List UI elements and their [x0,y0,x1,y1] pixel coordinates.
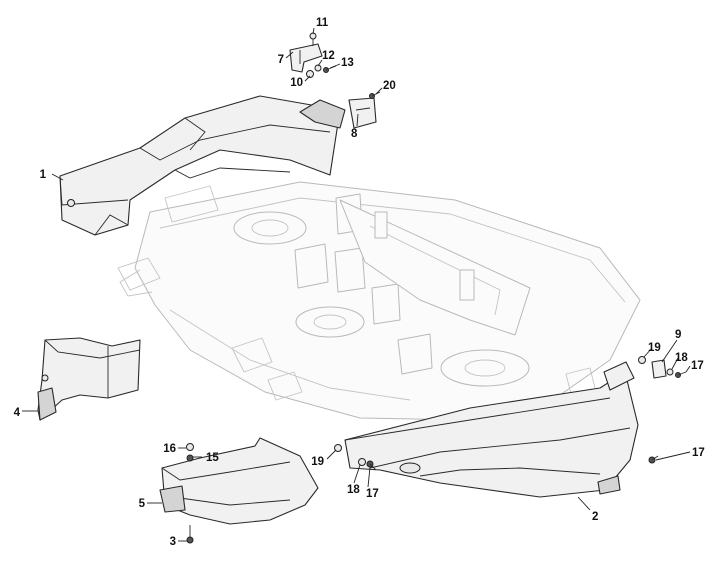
callout-20: 20 [383,80,396,92]
callout-8: 8 [351,128,358,140]
callout-19-right: 19 [648,342,661,354]
part-5-lower-deflector [159,437,319,525]
callout-19-cover: 19 [311,456,324,468]
callout-18-cover: 18 [347,484,360,496]
callout-1: 1 [40,169,47,181]
part-8-bracket [348,97,377,129]
callout-17-cover: 17 [366,488,379,500]
callout-13: 13 [341,57,354,69]
part-1-rear-cover [59,95,346,236]
part-9-clip [651,359,667,379]
callout-17-right: 17 [691,360,704,372]
callout-7: 7 [278,54,284,66]
mower-deck-housing [117,181,641,421]
part-4-discharge-chute [37,337,141,421]
callout-4: 4 [14,407,21,419]
leader-lines [22,27,691,542]
part-2-right-cover [344,361,639,498]
callout-17-lower-right: 17 [692,447,705,459]
callout-2: 2 [592,511,598,523]
callout-18-right: 18 [675,352,688,364]
callout-16: 16 [163,443,176,455]
callout-15: 15 [206,452,219,464]
callout-12: 12 [322,50,335,62]
callout-5: 5 [139,498,146,510]
callout-10: 10 [290,77,303,89]
callout-9: 9 [675,329,681,341]
callout-labels: 1 2 3 4 5 7 8 9 10 11 12 13 15 16 17 17 … [14,17,705,548]
callout-11: 11 [316,17,329,29]
part-7-bracket [289,43,323,73]
callout-3: 3 [170,536,176,548]
hardware-bolts [186,32,687,544]
